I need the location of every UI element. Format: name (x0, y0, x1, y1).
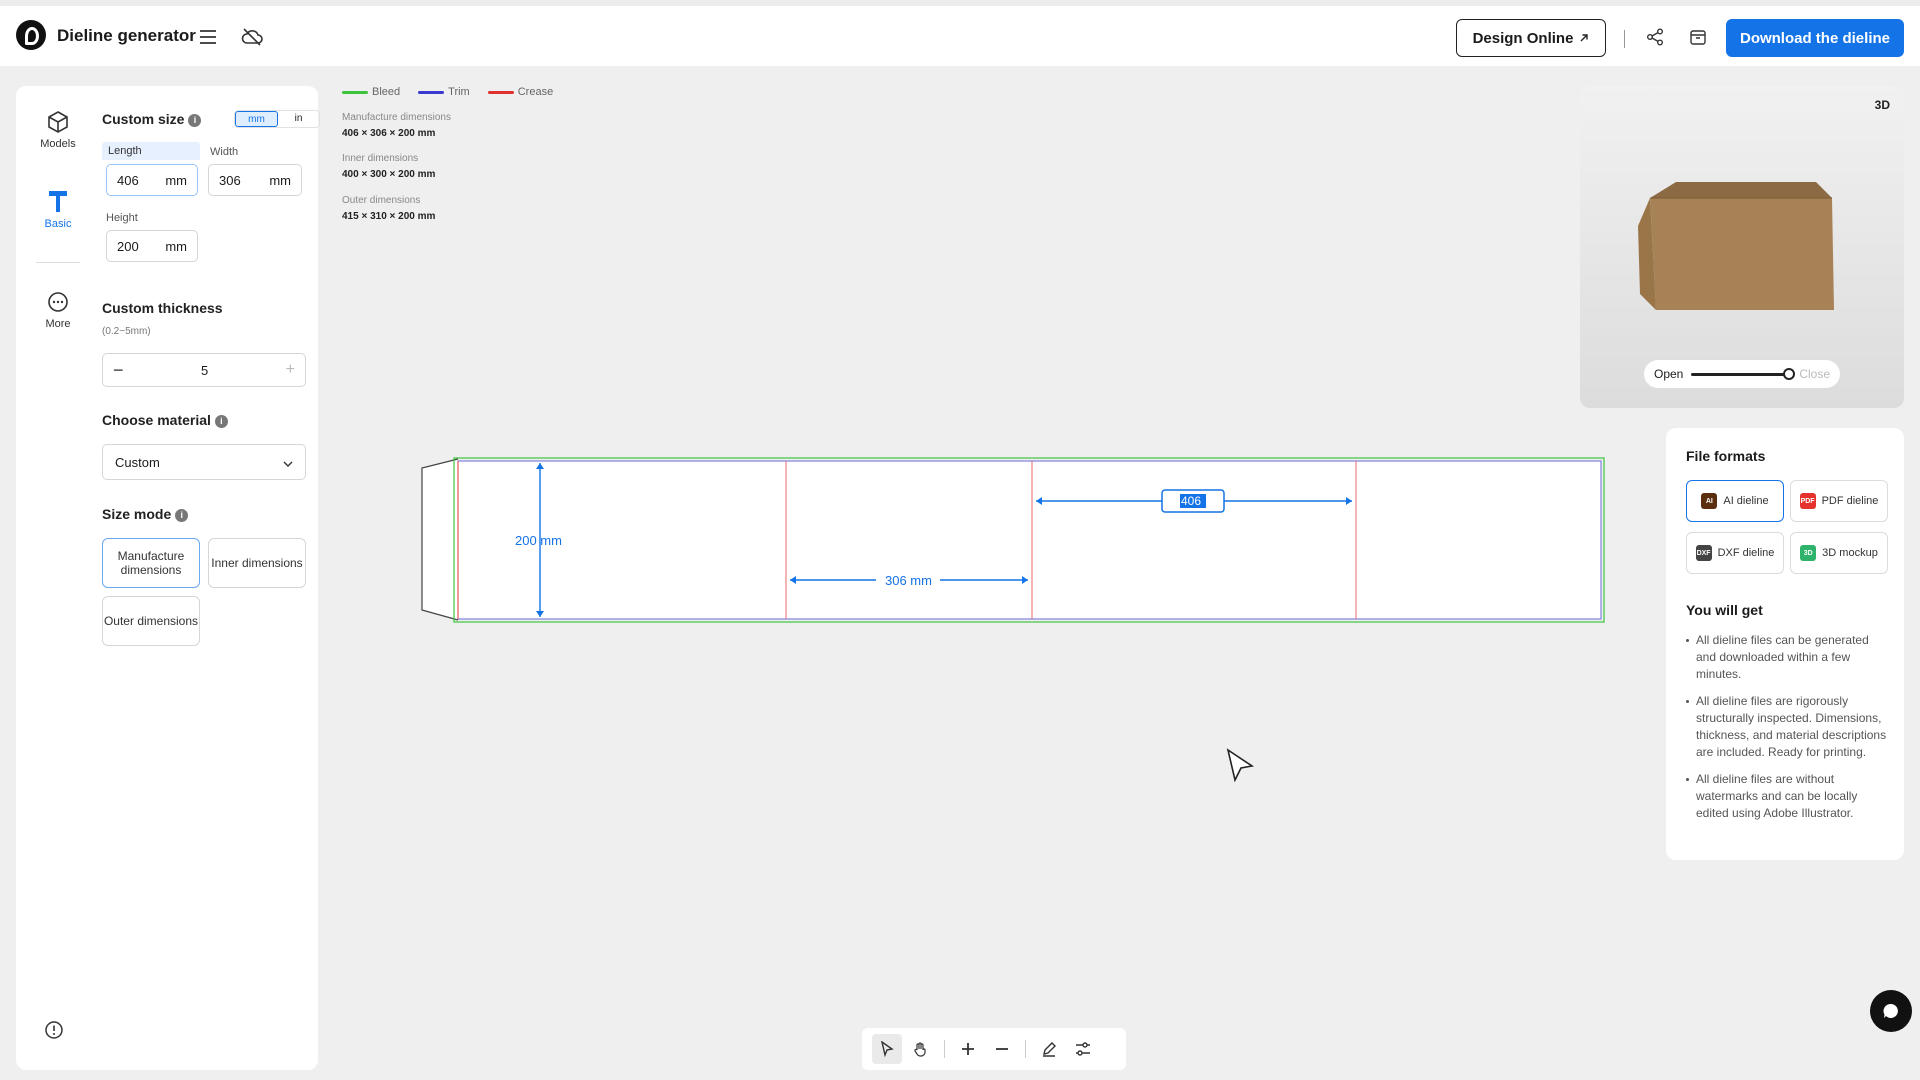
thickness-value[interactable]: 5 (200, 362, 209, 378)
cube-icon (48, 111, 68, 133)
slider-handle[interactable] (1783, 367, 1796, 380)
zoom-out-icon[interactable] (987, 1034, 1017, 1064)
rail-divider (36, 262, 80, 263)
size-mode-inner[interactable]: Inner dimensions (208, 538, 306, 588)
legend-trim: Trim (418, 86, 470, 98)
open-close-slider[interactable]: Open Close (1644, 360, 1840, 388)
chevron-down-icon (283, 455, 293, 470)
height-input[interactable]: 200 mm (106, 230, 198, 262)
toolbar-divider (1624, 30, 1625, 48)
legend-bleed: Bleed (342, 86, 400, 98)
list-item: All dieline files are without watermarks… (1686, 771, 1890, 822)
material-select[interactable]: Custom (102, 444, 306, 480)
top-bar: Dieline generator Design Online Download… (0, 0, 1920, 66)
app-logo[interactable] (16, 20, 46, 50)
save-box-icon[interactable] (1686, 25, 1710, 49)
size-mode-outer[interactable]: Outer dimensions (102, 596, 200, 646)
select-pointer-icon[interactable] (872, 1034, 902, 1064)
ai-file-icon: AI (1701, 493, 1718, 509)
glue-flap (421, 458, 459, 621)
legend-crease: Crease (487, 86, 553, 98)
3d-view-icon[interactable]: 3D (1874, 98, 1890, 112)
toolbar-divider (944, 1040, 945, 1058)
mockup-file-icon: 3D (1800, 545, 1817, 561)
3d-preview-panel[interactable]: 3D Open Close (1580, 86, 1904, 408)
trim-outline (457, 460, 1602, 620)
mouse-cursor-icon (1226, 748, 1256, 789)
height-dimension-label: 200 mm (515, 533, 562, 548)
pen-edit-icon[interactable] (1034, 1034, 1064, 1064)
format-pdf-dieline[interactable]: PDF PDF dieline (1790, 480, 1888, 522)
cloud-off-icon[interactable] (240, 25, 264, 49)
bleed-outline (453, 457, 1605, 623)
list-item: All dieline files can be generated and d… (1686, 632, 1890, 683)
width-input[interactable]: 306 mm (208, 164, 302, 196)
dieline-canvas[interactable]: 200 mm 306 mm 406 (410, 450, 1610, 630)
info-icon[interactable]: i (175, 509, 189, 522)
info-icon[interactable]: i (214, 415, 228, 428)
chat-bubble-icon (1883, 1003, 1898, 1018)
benefits-list: All dieline files can be generated and d… (1686, 632, 1890, 832)
thickness-stepper[interactable]: − 5 + (102, 353, 306, 387)
size-mode-manufacture[interactable]: Manufacture dimensions (102, 538, 200, 588)
custom-thickness-title: Custom thickness (102, 300, 223, 316)
alert-info-icon[interactable] (44, 1020, 64, 1045)
format-ai-dieline[interactable]: AI AI dieline (1686, 480, 1784, 522)
zoom-in-icon[interactable] (953, 1034, 983, 1064)
unit-toggle[interactable]: mm in (234, 110, 320, 128)
file-formats-title: File formats (1686, 448, 1766, 464)
unit-in[interactable]: in (294, 113, 303, 124)
manufacture-dims: Manufacture dimensions 406 × 306 × 200 m… (342, 112, 451, 139)
file-formats-card: File formats AI AI dieline PDF PDF dieli… (1666, 428, 1904, 860)
app-title: Dieline generator (57, 26, 196, 45)
info-icon[interactable]: i (188, 114, 202, 127)
rail-item-models[interactable]: Models (28, 110, 88, 150)
width-label: Width (210, 146, 239, 158)
external-link-icon (1579, 30, 1589, 47)
pdf-file-icon: PDF (1799, 493, 1816, 509)
toolbar-divider (1025, 1040, 1026, 1058)
length-label: Length (102, 142, 200, 160)
sliders-settings-icon[interactable] (1068, 1034, 1098, 1064)
rail-item-more[interactable]: More (28, 290, 88, 330)
menu-icon[interactable] (196, 25, 220, 49)
chat-support-button[interactable] (1870, 990, 1912, 1032)
dxf-file-icon: DXF (1695, 545, 1712, 561)
minus-icon[interactable]: − (113, 359, 124, 380)
hand-pan-icon[interactable] (906, 1034, 936, 1064)
rail-item-basic[interactable]: Basic (28, 188, 88, 230)
unit-mm[interactable]: mm (235, 111, 278, 127)
slider-track[interactable] (1691, 367, 1796, 380)
canvas-toolbar (862, 1028, 1126, 1070)
download-dieline-button[interactable]: Download the dieline (1726, 19, 1904, 57)
box-3d-model[interactable] (1636, 176, 1846, 326)
design-online-button[interactable]: Design Online (1456, 19, 1606, 57)
format-3d-mockup[interactable]: 3D 3D mockup (1790, 532, 1888, 574)
format-dxf-dieline[interactable]: DXF DXF dieline (1686, 532, 1784, 574)
more-icon (48, 292, 68, 312)
width-dimension-label: 306 mm (885, 573, 932, 588)
outer-dims: Outer dimensions 415 × 310 × 200 mm (342, 195, 436, 222)
length-input[interactable]: 406 mm (106, 164, 198, 196)
height-label: Height (106, 212, 138, 224)
you-will-get-title: You will get (1686, 602, 1763, 618)
plus-icon[interactable]: + (285, 361, 295, 378)
list-item: All dieline files are rigorously structu… (1686, 693, 1890, 761)
inner-dims: Inner dimensions 400 × 300 × 200 mm (342, 153, 436, 180)
line-legend: Bleed Trim Crease (342, 86, 553, 98)
thickness-hint: (0.2~5mm) (102, 326, 151, 337)
ruler-t-icon (49, 191, 67, 212)
share-icon[interactable] (1643, 25, 1667, 49)
length-edit-value: 406 (1181, 494, 1201, 508)
